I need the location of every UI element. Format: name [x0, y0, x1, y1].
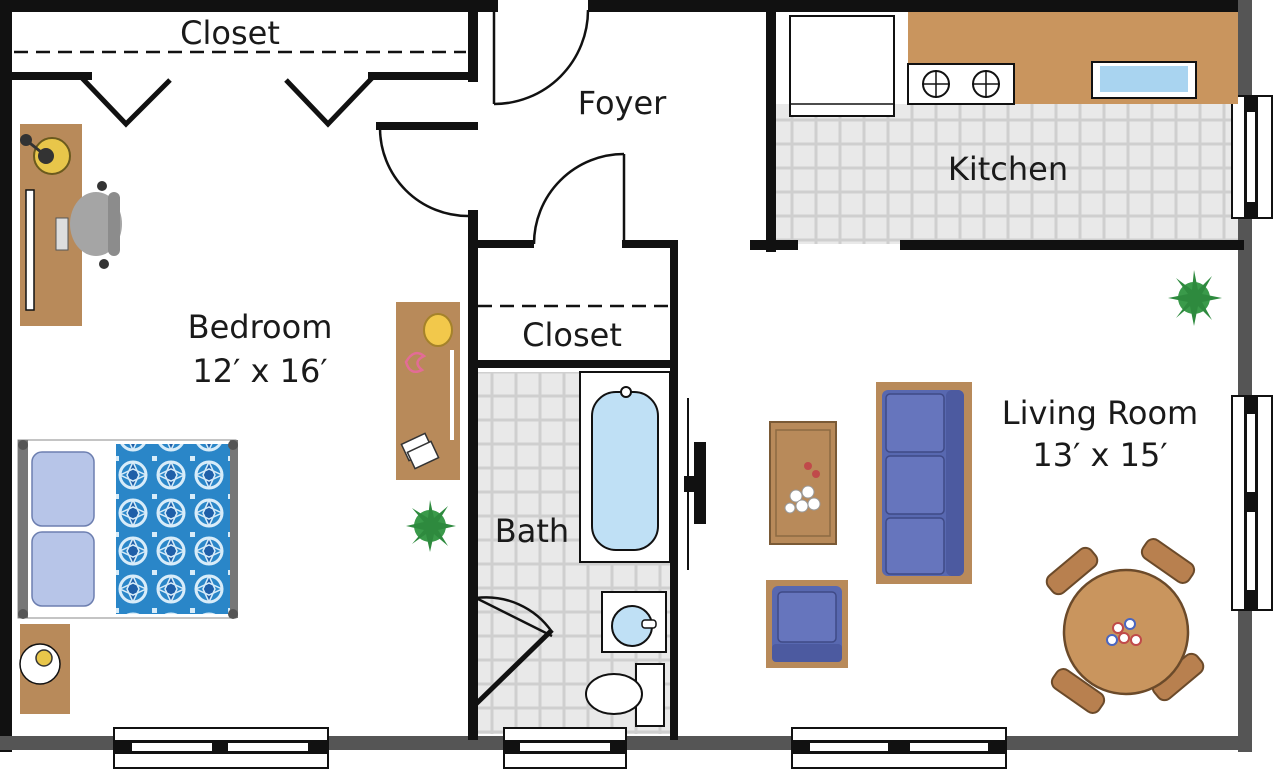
living-room-size: 13′ x 15′ — [1032, 436, 1167, 474]
sink-icon — [601, 591, 667, 653]
kitchen-sink-icon — [1091, 61, 1197, 99]
bedroom-closet-label: Closet — [180, 14, 280, 52]
closet-bifold-door-right — [284, 76, 374, 128]
living-room-label: Living Room — [1002, 394, 1198, 432]
nightstand-icon — [19, 624, 70, 714]
door-swing-icon — [378, 9, 626, 706]
tv-icon — [684, 398, 706, 570]
armchair-icon — [766, 580, 848, 668]
refrigerator-icon — [789, 15, 895, 117]
chair-icon — [1045, 538, 1205, 714]
sofa-icon — [876, 382, 972, 584]
window-icon — [113, 95, 1273, 769]
coffee-table-icon — [769, 421, 837, 545]
bed-icon — [17, 439, 238, 619]
kitchen-label: Kitchen — [948, 150, 1068, 188]
bedroom-size: 12′ x 16′ — [192, 352, 327, 390]
foyer-label: Foyer — [578, 84, 667, 122]
closet-bifold-door-left — [80, 76, 172, 128]
plant-icon — [1168, 270, 1222, 326]
lamp-icon — [20, 134, 71, 175]
dresser-icon — [396, 302, 460, 480]
hall-closet-label: Closet — [522, 316, 622, 354]
flower-vase-icon — [784, 485, 821, 514]
bath-label: Bath — [495, 512, 569, 550]
toilet-icon — [585, 663, 665, 727]
bedroom-label: Bedroom — [188, 308, 333, 346]
plant-icon — [406, 500, 456, 552]
kitchen-floor — [776, 104, 1238, 244]
stove-icon — [907, 63, 1015, 105]
bathtub-icon — [579, 371, 671, 563]
kitchen-counter — [908, 12, 1238, 64]
dining-table-icon — [1045, 538, 1205, 714]
office-chair-icon — [70, 181, 122, 269]
flower-vase-icon — [1106, 618, 1142, 646]
